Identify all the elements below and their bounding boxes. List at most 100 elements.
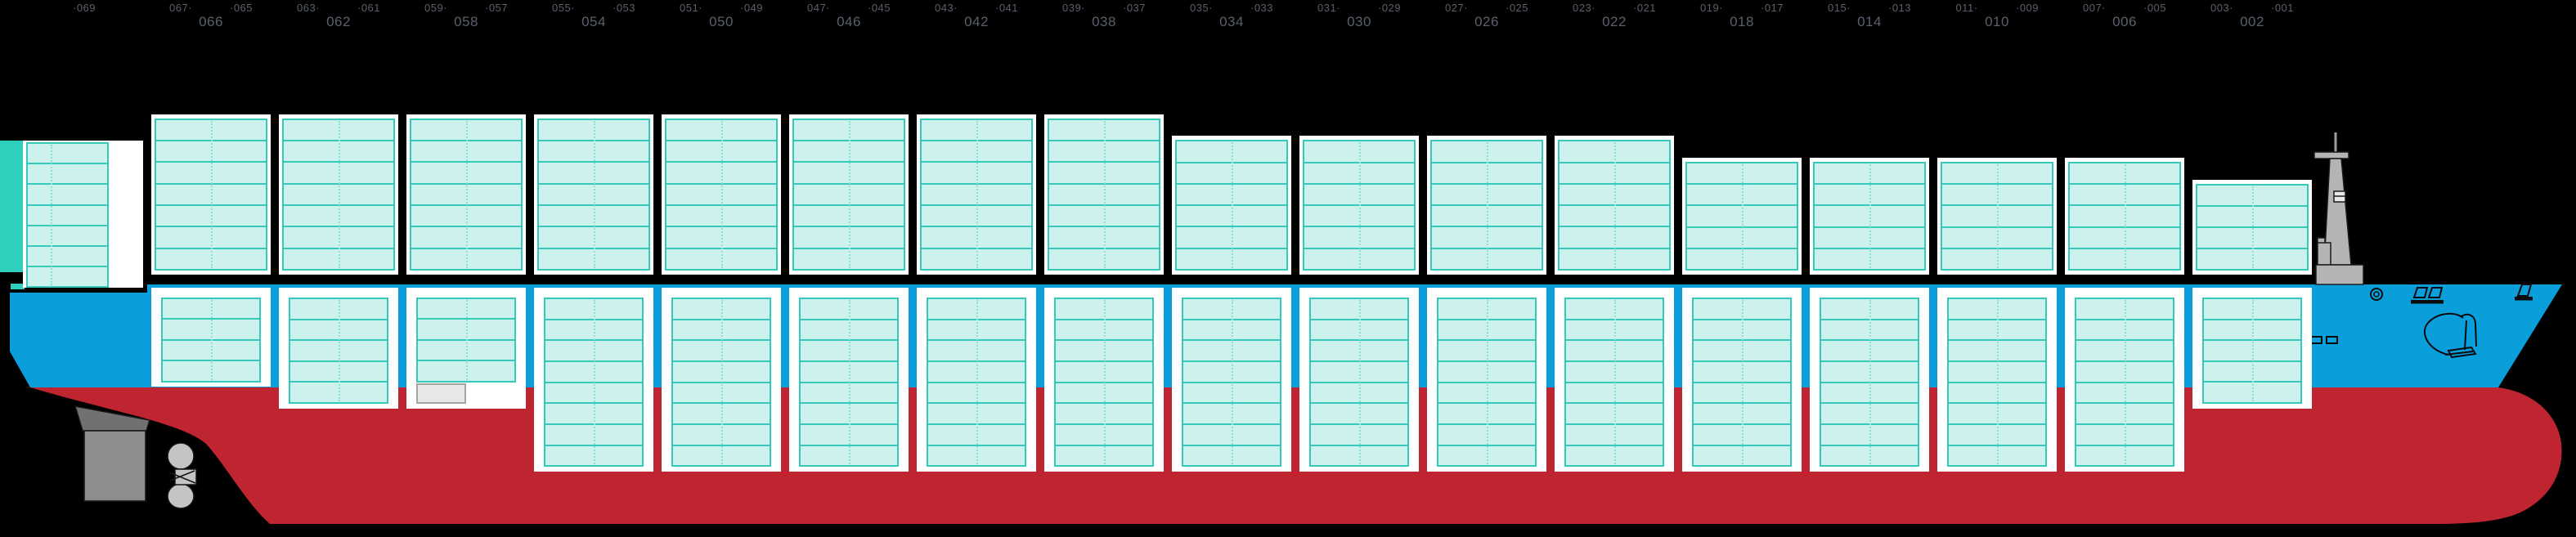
bay-042-above-deck-stack[interactable]	[920, 118, 1033, 271]
bay-002-above-deck-stack[interactable]	[2196, 183, 2309, 271]
bay-label-odd: ·065	[229, 2, 254, 14]
bay-label-odd: 067·	[168, 2, 193, 14]
bay-label-even: 014	[1857, 14, 1882, 29]
bay-label-odd: ·041	[994, 2, 1019, 14]
bay-022-above-deck-stack[interactable]	[1558, 140, 1671, 271]
bay-label-even: 062	[326, 14, 351, 29]
bay-058-above-deck-stack[interactable]	[410, 118, 523, 271]
bay-034-above-deck-stack[interactable]	[1175, 140, 1288, 271]
bay-010-below-deck-stack[interactable]	[1947, 298, 2047, 468]
container-tier	[28, 265, 107, 286]
twenty-foot-divider	[1614, 300, 1616, 465]
bay-058-below-deck-stack[interactable]	[416, 298, 516, 383]
bay-label-odd: ·013	[1887, 2, 1912, 14]
twenty-foot-divider	[339, 300, 340, 401]
bay-069-above-deck-stack[interactable]	[26, 142, 109, 288]
bay-label-odd: 023·	[1572, 2, 1596, 14]
twenty-foot-divider	[1487, 142, 1488, 268]
bay-046-below-deck-stack[interactable]	[799, 298, 899, 468]
bay-label-even: 030	[1347, 14, 1371, 29]
container-tier	[28, 204, 107, 225]
bay-042-below-deck-stack[interactable]	[927, 298, 1026, 468]
bay-050-above-deck-stack[interactable]	[665, 118, 778, 271]
bay-010-above-deck-stack[interactable]	[1941, 162, 2053, 271]
anchor-davit-icon	[2424, 312, 2477, 359]
container-tier	[28, 163, 107, 183]
mooring-bollards-icon	[2412, 287, 2429, 298]
bay-034-below-deck-stack[interactable]	[1182, 298, 1281, 468]
bay-006-above-deck-stack[interactable]	[2068, 162, 2181, 271]
bay-label-odd: 043·	[934, 2, 958, 14]
bay-018-above-deck-stack[interactable]	[1685, 162, 1798, 271]
twenty-foot-divider	[594, 120, 595, 268]
bay-label-odd: 015·	[1827, 2, 1851, 14]
twenty-foot-divider	[466, 120, 468, 268]
twenty-foot-divider	[1487, 300, 1488, 465]
twenty-foot-divider	[51, 145, 53, 285]
bay-label-odd: ·029	[1377, 2, 1402, 14]
twenty-foot-divider	[721, 300, 723, 465]
bay-label-odd: ·025	[1505, 2, 1529, 14]
bay-label-odd: ·061	[357, 2, 381, 14]
twenty-foot-divider	[594, 300, 595, 465]
bay-062-below-deck-stack[interactable]	[289, 298, 388, 404]
bay-018-below-deck-stack[interactable]	[1692, 298, 1792, 468]
twenty-foot-divider	[1742, 300, 1744, 465]
bay-label-even: 058	[454, 14, 478, 29]
twenty-foot-divider	[1359, 142, 1361, 268]
twenty-foot-divider	[1997, 300, 1999, 465]
twenty-foot-divider	[849, 300, 850, 465]
bay-058-empty-slot[interactable]	[416, 383, 466, 405]
twenty-foot-divider	[1232, 142, 1233, 268]
bay-030-below-deck-stack[interactable]	[1309, 298, 1409, 468]
twenty-foot-divider	[976, 300, 978, 465]
bay-label-odd: 051·	[679, 2, 703, 14]
twenty-foot-divider	[721, 120, 723, 268]
bay-014-above-deck-stack[interactable]	[1813, 162, 1926, 271]
bay-label-odd: 035·	[1189, 2, 1214, 14]
bay-054-below-deck-stack[interactable]	[544, 298, 644, 468]
bay-030-above-deck-stack[interactable]	[1303, 140, 1416, 271]
bay-026-above-deck-stack[interactable]	[1430, 140, 1543, 271]
funnel-icon	[0, 141, 23, 272]
bay-label-even: 026	[1474, 14, 1499, 29]
bay-054-above-deck-stack[interactable]	[537, 118, 650, 271]
stern-deck-block	[11, 284, 25, 289]
twenty-foot-divider	[1997, 164, 1999, 268]
bay-038-below-deck-stack[interactable]	[1054, 298, 1154, 468]
bay-label-odd: 019·	[1699, 2, 1724, 14]
container-tier	[28, 144, 107, 163]
bay-label-odd: 011·	[1955, 2, 1978, 14]
bay-label-odd: 047·	[806, 2, 831, 14]
bay-022-below-deck-stack[interactable]	[1564, 298, 1664, 468]
twenty-foot-divider	[2125, 164, 2126, 268]
bay-label-even: 002	[2240, 14, 2264, 29]
bay-066-above-deck-stack[interactable]	[155, 118, 267, 271]
twenty-foot-divider	[1232, 300, 1233, 465]
twenty-foot-divider	[2252, 300, 2254, 401]
bay-label-even: 018	[1730, 14, 1754, 29]
bay-014-below-deck-stack[interactable]	[1820, 298, 1919, 468]
bay-label-even: 042	[964, 14, 989, 29]
bay-label-odd: ·049	[739, 2, 764, 14]
bay-label-odd: ·021	[1632, 2, 1657, 14]
bay-label-odd: 007·	[2082, 2, 2107, 14]
bay-label-even: 066	[199, 14, 223, 29]
bay-046-above-deck-stack[interactable]	[792, 118, 905, 271]
bay-label-odd: 059·	[424, 2, 448, 14]
bay-062-above-deck-stack[interactable]	[282, 118, 395, 271]
bay-066-below-deck-stack[interactable]	[161, 298, 261, 383]
bay-label-odd: ·009	[2015, 2, 2040, 14]
twenty-foot-divider	[1869, 300, 1871, 465]
bay-002-below-deck-stack[interactable]	[2202, 298, 2302, 404]
twenty-foot-divider	[2252, 186, 2254, 268]
bay-label-odd: ·045	[867, 2, 891, 14]
bay-006-below-deck-stack[interactable]	[2075, 298, 2174, 468]
bay-050-below-deck-stack[interactable]	[671, 298, 771, 468]
bay-038-above-deck-stack[interactable]	[1048, 118, 1160, 271]
bay-label-even: 046	[837, 14, 861, 29]
bay-label-odd: 031·	[1317, 2, 1341, 14]
bay-label-odd: 039·	[1061, 2, 1086, 14]
bay-026-below-deck-stack[interactable]	[1437, 298, 1537, 468]
